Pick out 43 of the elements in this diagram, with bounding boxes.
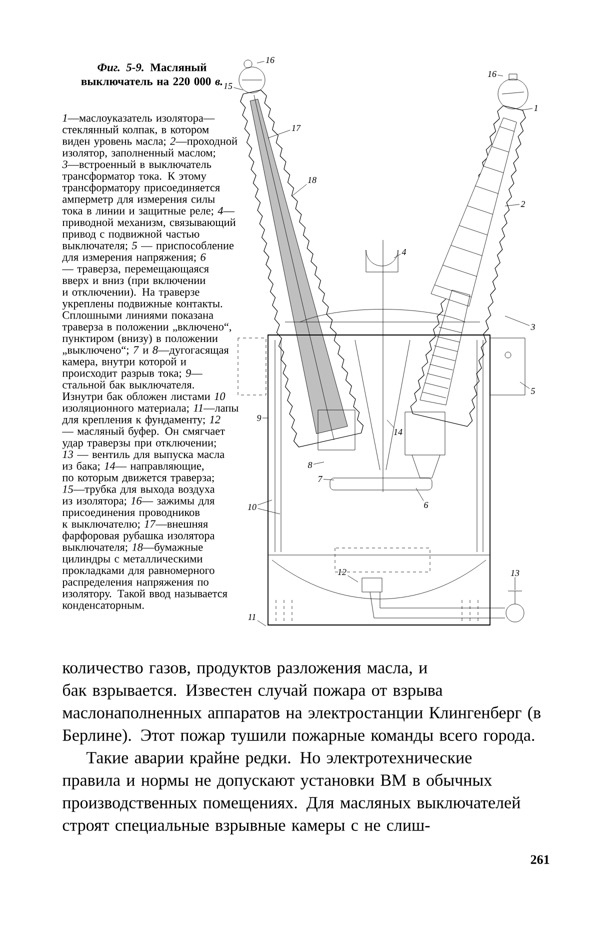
leader-line: [258, 500, 272, 506]
leader-line: [348, 575, 358, 582]
leader-line: [313, 462, 324, 464]
page-number: 261: [530, 855, 550, 864]
figure-title: Фиг. 5-9. Масляный выключатель на 220 000 в.: [81, 63, 222, 86]
callout-number: 4: [402, 249, 406, 255]
leader-line: [386, 420, 394, 428]
leader-line: [257, 620, 266, 626]
callout-number: 8: [308, 462, 312, 468]
leader-line: [416, 488, 424, 501]
callout-number: 18: [308, 176, 316, 184]
leader-line: [258, 508, 280, 514]
leader-line: [498, 74, 504, 76]
callout-number: 1: [534, 105, 538, 111]
callout-number: 7: [318, 476, 323, 482]
callout-number: 14: [394, 429, 402, 435]
leader-line: [520, 382, 530, 389]
callout-number: 6: [424, 502, 428, 508]
callout-number: 15: [224, 82, 232, 90]
callout-number: 17: [292, 125, 301, 131]
callout-number: 13: [510, 570, 520, 576]
leader-line: [234, 87, 244, 90]
callout-number: 5: [530, 388, 535, 394]
leader-line: [256, 61, 264, 64]
leader-line: [323, 479, 334, 480]
callout-number: 16: [266, 56, 274, 64]
leader-line: [522, 108, 533, 110]
body-paragraph: Такие аварии крайне редки. Но электротехнические правила и нормы не допускают установки ВМ в обычных производственных помещениях. Для масляных выключателей строят специальные взрывные камеры с не слиш-: [62, 752, 520, 834]
body-paragraph: количество газов, продуктов разложения масла, и бак взрывается. Известен случай пожара от взрыва маслонаполненных аппаратов на электростанции Клингенберг (в Берлине). Этот пожар тушили пожарные команды всего города.: [62, 665, 540, 744]
callout-number: 10: [248, 504, 256, 510]
callout-number: 12: [338, 569, 346, 575]
callout-number: 9: [257, 414, 262, 422]
callout-number: 11: [248, 614, 256, 620]
leader-line: [504, 204, 520, 206]
leader-line: [504, 316, 530, 326]
leader-line: [514, 577, 516, 590]
leader-line: [268, 130, 290, 138]
leader-line: [292, 184, 307, 196]
leader-line: [394, 254, 401, 258]
figure-caption: 1—маслоуказатель изолятора—стеклянный колпак, в котором виден уровень масла; 2—проходной изолятор, заполненный маслом; 3—встроенный в выключатель трансформатор тока. К этому трансформатору присоединяется амперметр для измерения силы тока в линии и защитные реле; 4—приводной механизм, связывающий привод с подвижной частью выключателя; 5 — приспособление для измерения напряжения; 6 — траверза, перемещающаяся вверх и вниз (при включении и отключении). На траверзе укреплены подвижные контакты. Сплошными линиями показана траверза в положении „включено“, пунктиром (внизу) в положении „выключено“; 7 и 8—дугогасящая камера, внутри которой и происходит разрыв тока; 9—стальной бак выключателя. Изнутри бак обложен листами 10 изоляционного материала; 11—лапы для крепления к фундаменту; 12 — масляный буфер. Он смягчает удар траверзы при отключении; 13 — вентиль для выпуска масла из бака; 14— направляющие, по которым движется траверза; 15—трубка для выхода воздуха из изолятора; 16— зажимы для присоединения проводников к выключателю; 17—внешняя фарфоровая рубашка изолятора выключателя; 18—бумажные цилиндры с металлическими прокладками для равномерного распределения напряжения по изолятору. Такой ввод называется конденсаторным.: [62, 114, 238, 612]
callout-number: 2: [520, 201, 526, 207]
callout-number: 3: [530, 324, 535, 330]
callout-number: 16: [488, 70, 496, 78]
